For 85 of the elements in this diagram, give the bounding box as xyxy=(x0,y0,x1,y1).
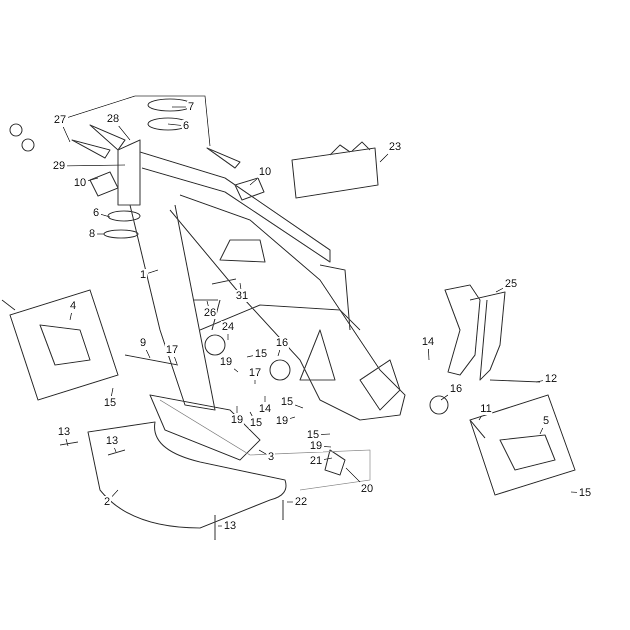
leader-line xyxy=(380,154,388,162)
leader-line xyxy=(294,404,304,408)
callout-number: 19 xyxy=(218,356,234,368)
leader-line xyxy=(88,178,98,182)
callout-number: 13 xyxy=(56,426,72,438)
callout-number: 15 xyxy=(578,487,592,499)
callout-number: 27 xyxy=(52,114,68,126)
leader-line xyxy=(114,448,116,452)
leader-line xyxy=(246,355,254,358)
callout-number: 11 xyxy=(479,403,493,415)
callout-number: 14 xyxy=(420,336,436,348)
callout-number: 19 xyxy=(230,414,244,426)
leader-line xyxy=(250,178,258,186)
leader-line xyxy=(234,368,238,372)
callout-number: 28 xyxy=(106,113,120,125)
callout-number: 1 xyxy=(138,269,148,281)
leader-line xyxy=(250,412,253,416)
leader-line xyxy=(428,348,430,360)
leader-line xyxy=(324,446,332,448)
callout-number: 25 xyxy=(504,278,518,290)
leader-line xyxy=(536,380,544,382)
callout-number: 9 xyxy=(138,337,148,349)
callout-number: 14 xyxy=(258,403,272,415)
callout-number: 15 xyxy=(306,429,320,441)
leader-line xyxy=(320,434,330,435)
leader-line xyxy=(324,458,332,460)
leader-line xyxy=(111,388,114,396)
callout-number: 2 xyxy=(102,496,112,508)
callout-number: 7 xyxy=(186,101,196,113)
leader-line xyxy=(146,350,150,358)
callout-number: 23 xyxy=(388,141,402,153)
leader-line xyxy=(236,406,238,414)
callout-number: 12 xyxy=(544,373,558,385)
leader-line xyxy=(118,126,130,140)
leader-line xyxy=(278,350,280,356)
callout-number: 15 xyxy=(280,396,294,408)
leader-line xyxy=(100,214,110,218)
leader-line xyxy=(168,124,182,126)
callout-number: 16 xyxy=(274,337,290,349)
callout-number: 6 xyxy=(92,207,100,219)
leader-line xyxy=(172,106,186,108)
callout-number: 20 xyxy=(360,483,374,495)
leader-line xyxy=(62,126,70,142)
leader-line xyxy=(66,438,68,446)
leader-line xyxy=(254,380,256,384)
callout-number: 15 xyxy=(102,397,118,409)
callout-number: 15 xyxy=(254,348,268,360)
callout-number: 29 xyxy=(52,160,66,172)
callout-number: 13 xyxy=(222,520,238,532)
callout-number: 26 xyxy=(202,307,218,319)
leader-line xyxy=(440,394,448,400)
leader-line xyxy=(496,288,504,292)
callout-number: 19 xyxy=(274,415,290,427)
leader-line xyxy=(346,468,360,482)
callout-number: 4 xyxy=(68,300,78,312)
leader-line xyxy=(570,492,578,493)
leader-line xyxy=(70,312,72,320)
leader-line xyxy=(66,164,126,166)
leader-line xyxy=(264,396,266,402)
callout-number: 22 xyxy=(294,496,308,508)
leader-line xyxy=(68,96,210,146)
callout-number: 17 xyxy=(248,367,262,379)
callout-number: 8 xyxy=(88,228,96,240)
callout-number: 6 xyxy=(182,120,190,132)
leader-line xyxy=(540,428,544,434)
callout-number: 16 xyxy=(448,383,464,395)
callout-number: 19 xyxy=(308,440,324,452)
callout-number: 10 xyxy=(72,177,88,189)
leader-line xyxy=(148,270,158,274)
leader-line xyxy=(174,356,178,364)
callout-number: 13 xyxy=(104,435,120,447)
callout-number: 21 xyxy=(308,455,324,467)
callout-number: 31 xyxy=(234,290,250,302)
callout-number: 5 xyxy=(542,415,550,427)
leader-line xyxy=(290,416,296,419)
callout-number: 17 xyxy=(164,344,180,356)
leader-line xyxy=(258,450,266,454)
callout-number: 3 xyxy=(266,451,276,463)
callout-number: 15 xyxy=(248,417,264,429)
leader-line xyxy=(478,416,482,420)
callout-number: 10 xyxy=(258,166,272,178)
leader-line xyxy=(112,490,118,497)
leader-line xyxy=(240,282,242,290)
leader-line xyxy=(206,300,209,306)
callout-number: 24 xyxy=(220,321,236,333)
